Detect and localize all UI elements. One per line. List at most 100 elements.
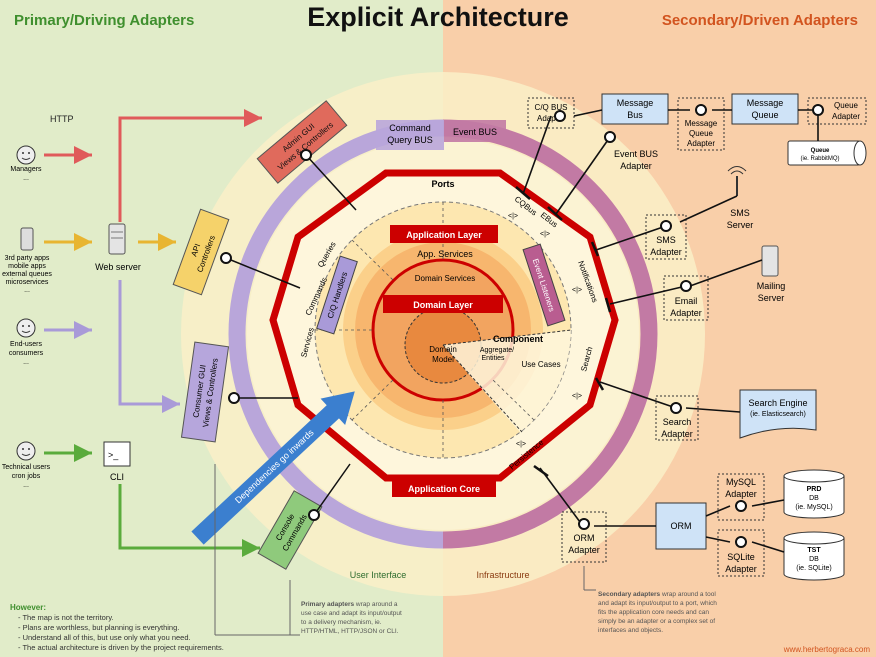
user-interface-label: User Interface — [350, 570, 407, 580]
queue-db-sublabel: (ie. RabbitMQ) — [800, 156, 839, 162]
event-bus-label: Event BUS — [453, 127, 497, 137]
event-port-arrow: <|> — [540, 231, 550, 238]
http-label: HTTP — [50, 114, 74, 124]
domain-services-label: Domain Services — [415, 274, 475, 283]
server-icon — [20, 227, 34, 251]
cq-bus-adapter: C/Q BUS Adapter — [527, 97, 575, 129]
search-adapter-sublabel: Adapter — [661, 429, 693, 439]
technical-users-label: Technical users — [2, 464, 51, 471]
sqlite-adapter-sublabel: Adapter — [725, 564, 757, 574]
application-core-label: Application Core — [408, 484, 480, 494]
api-label: API — [189, 243, 202, 258]
secondary-note-5: interfaces and objects. — [598, 627, 663, 634]
orm-label: ORM — [671, 521, 692, 531]
terminal-icon — [103, 441, 131, 467]
left-heading: Primary/Driving Adapters — [14, 12, 194, 29]
notifications-port-arrow: <|> — [572, 287, 582, 294]
mysql-adapter-label: MySQL — [726, 477, 756, 487]
message-queue-adapter-label: Message — [685, 119, 718, 128]
message-queue-adapter-label-3: Adapter — [687, 139, 715, 148]
consumer-gui-adapter: Consumer GUI Views & Controllers — [180, 341, 230, 443]
secondary-note-3: fits the application core needs and can — [598, 609, 709, 616]
sms-server-label: SMS — [730, 208, 750, 218]
server-icon — [761, 245, 779, 277]
server-icon — [108, 223, 126, 255]
tst-db-note: (ie. SQLite) — [796, 565, 831, 572]
domain-model-label: Domain — [429, 345, 457, 354]
mailing-server-sublabel: Server — [758, 293, 785, 303]
orm: ORM — [655, 502, 707, 550]
queue-adapter-sublabel: Adapter — [832, 112, 860, 121]
web-server-label: Web server — [95, 262, 141, 272]
third-party-label-1: 3rd party apps — [5, 255, 50, 262]
mysql-adapter: MySQL Adapter — [717, 473, 765, 521]
technical-more: ... — [23, 482, 29, 489]
sms-adapter: SMS Adapter — [645, 214, 687, 260]
queue-db-label: Queue — [811, 148, 830, 154]
primary-note-1: Primary adapters wrap around a — [301, 601, 398, 608]
secondary-note-bold: Secondary adapters — [598, 591, 661, 598]
secondary-note-line-1: wrap around a tool — [660, 591, 716, 598]
tst-db: TST DB (ie. SQLite) — [783, 531, 845, 581]
sms-adapter-sublabel: Adapter — [650, 247, 682, 257]
secondary-note-4: simply be an adapter or a complex set of — [598, 618, 715, 625]
primary-note-2: use case and adapt its input/output — [301, 610, 402, 617]
search-port-arrow: <|> — [572, 393, 582, 400]
primary-note-4: HTTP/HTML, HTTP/JSON or CLI. — [301, 628, 399, 635]
message-queue-label: Message — [747, 98, 784, 108]
component-label: Component — [493, 334, 543, 344]
domain-layer-banner — [383, 295, 503, 313]
queue-adapter: Queue Adapter — [807, 97, 867, 125]
primary-note-line-1: wrap around a — [354, 601, 398, 608]
message-queue: Message Queue — [731, 93, 799, 125]
managers-more: ... — [23, 175, 29, 182]
however-item-4: - The actual architecture is driven by t… — [18, 643, 224, 652]
cli: >_ CLI — [103, 441, 131, 482]
prd-db-note: (ie. MySQL) — [795, 504, 832, 511]
domain-layer-label: Domain Layer — [413, 300, 473, 310]
orm-adapter: ORM Adapter — [561, 511, 607, 563]
mailing-server-label: Mailing — [757, 281, 786, 291]
message-bus-label: Message — [617, 98, 654, 108]
search-engine: Search Engine (ie. Elasticsearch) — [739, 389, 817, 439]
cq-bus-adapter-sublabel: Adapter — [537, 114, 565, 123]
entities-label: Entities — [482, 355, 505, 362]
persistence-port-arrow: <|> — [516, 441, 526, 448]
prd-db: PRD DB (ie. MySQL) — [783, 469, 845, 519]
use-cases-label: Use Cases — [521, 360, 560, 369]
credit-link[interactable]: www.herbertograca.com — [783, 645, 871, 654]
tst-db-label: TST — [807, 547, 821, 554]
orm-adapter-label: ORM — [574, 533, 595, 543]
however-item-1: - The map is not the territory. — [18, 613, 114, 622]
application-core-banner — [392, 479, 496, 497]
message-bus: Message Bus — [601, 93, 669, 125]
cron-jobs-label: cron jobs — [12, 473, 41, 480]
domain-model-label-2: Model — [432, 355, 454, 364]
orm-adapter-sublabel: Adapter — [568, 545, 600, 555]
event-bus-adapter: Event BUS Adapter — [614, 149, 658, 171]
email-adapter-label: Email — [675, 296, 698, 306]
third-party-label-2: mobile apps — [8, 263, 46, 270]
infrastructure-label: Infrastructure — [476, 570, 529, 580]
manager-actor: Managers ... — [10, 145, 42, 182]
application-layer-label: Application Layer — [406, 230, 482, 240]
sqlite-adapter-label: SQLite — [727, 552, 755, 562]
third-party-label-5: ... — [24, 287, 30, 294]
event-bus-adapter-label: Event BUS — [614, 149, 658, 159]
third-party-label-4: microservices — [6, 279, 49, 286]
search-engine-sublabel: (ie. Elasticsearch) — [750, 411, 806, 418]
svg-text:>_: >_ — [108, 450, 119, 460]
however-item-3: - Understand all of this, but use only w… — [18, 633, 191, 642]
primary-note-bold: Primary adapters — [301, 601, 354, 608]
message-bus-sublabel: Bus — [627, 110, 643, 120]
event-bus-adapter-sublabel: Adapter — [620, 161, 652, 171]
cq-bus-adapter-label: C/Q BUS — [535, 103, 568, 112]
right-heading: Secondary/Driven Adapters — [662, 12, 858, 29]
third-party-actor: 3rd party apps mobile apps external queu… — [2, 227, 52, 294]
cq-port-arrow: <|> — [508, 213, 518, 220]
search-adapter: Search Adapter — [655, 395, 699, 441]
aggregate-label: Aggregate/ — [480, 347, 514, 354]
sms-server: SMS Server — [727, 166, 753, 230]
email-adapter-sublabel: Adapter — [670, 308, 702, 318]
